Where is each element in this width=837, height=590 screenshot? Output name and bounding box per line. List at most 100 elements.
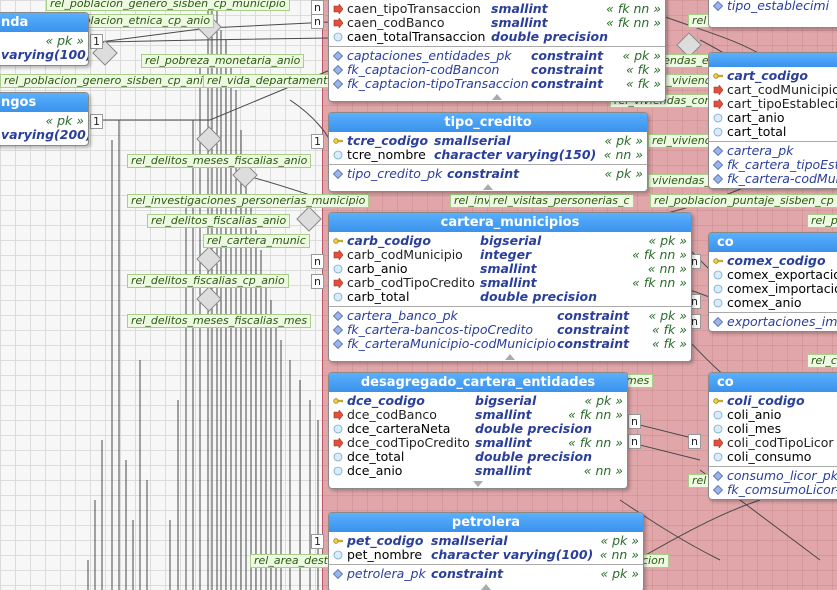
relationship-label[interactable]: rel_cartera_munic — [203, 234, 310, 248]
relationship-label[interactable]: rel_delitos_meses_fiscalias_anio — [127, 154, 312, 168]
cardinality-one: 1 — [90, 34, 103, 49]
column-name: coli_anio — [727, 407, 782, 422]
relationship-label[interactable]: rel_investigaciones_personerias_municipi… — [127, 194, 370, 208]
collapse-toggle[interactable] — [329, 480, 627, 488]
table-column-row[interactable]: tipo_establecimi — [709, 0, 837, 13]
table-constraint-row[interactable]: fk_cartera-codMun — [709, 172, 837, 186]
table-constraint-row[interactable]: fk_cartera_tipoEsta — [709, 158, 837, 172]
column-icon — [333, 466, 343, 476]
constraint-icon — [333, 569, 343, 579]
table-column-row[interactable]: cart_codigo — [709, 69, 837, 83]
relationship-label[interactable]: rel — [688, 14, 711, 28]
table-constraint-row[interactable]: exportaciones_imp — [709, 315, 837, 329]
table-column-row[interactable]: coli_anio — [709, 408, 837, 422]
relationship-label[interactable]: rel_area_desti — [250, 554, 335, 568]
relationship-label[interactable]: rel_visitas_personerias_c — [489, 194, 634, 208]
relationship-label[interactable]: rel_p — [807, 214, 837, 228]
constraint-name: fk_comsumoLicor- — [727, 482, 837, 497]
table-column-row[interactable]: comex_exportacion — [709, 268, 837, 282]
table-column-row[interactable]: cart_tipoEstablecin — [709, 97, 837, 111]
table-column-row[interactable]: cart_anio — [709, 111, 837, 125]
column-type: character varying(150) — [434, 147, 597, 162]
table-column-row[interactable]: coli_codTipoLicor — [709, 436, 837, 450]
table-left-top[interactable]: nda « pk » varying(100) — [0, 12, 89, 66]
collapse-toggle[interactable] — [329, 93, 665, 101]
table-column-row[interactable]: coli_codigo — [709, 394, 837, 408]
relationship-label[interactable]: rel_viviend — [648, 134, 716, 148]
constraint-name: exportaciones_imp — [727, 314, 837, 329]
relationship-label[interactable]: rel — [688, 474, 711, 488]
relationship-label[interactable]: rel_delitos_meses_fiscalias_mes — [127, 314, 312, 328]
relationship-label[interactable]: rel_delitos_fiscalias_anio — [147, 214, 291, 228]
column-type: smallint — [475, 407, 532, 422]
relationship-label[interactable]: rel_pobreza_monetaria_anio — [141, 54, 305, 68]
relationship-label[interactable]: rel_ca — [807, 354, 837, 368]
table-title: petrolera — [329, 513, 643, 532]
cardinality-many: n — [628, 434, 641, 449]
table-column-row[interactable]: coli_mes — [709, 422, 837, 436]
table-column-row[interactable]: cart_codMunicipio — [709, 83, 837, 97]
relationship-label[interactable]: rel_poblacion_puntaje_sisben_cp — [650, 194, 837, 208]
column-name: carb_anio — [347, 261, 408, 276]
relationship-label[interactable]: rel_delitos_fiscalias_cp_anio — [127, 274, 289, 288]
table-column-row[interactable]: comex_importacio — [709, 282, 837, 296]
table-column-row[interactable]: comex_codigo — [709, 254, 837, 268]
table-constraint-row[interactable]: fk_comsumoLicor- — [709, 483, 837, 497]
collapse-toggle[interactable] — [329, 183, 647, 191]
key-icon — [333, 138, 343, 144]
table-constraint-row[interactable]: cartera_pk — [709, 144, 837, 158]
relationship-label[interactable]: mes — [622, 374, 654, 388]
table-constraint-row[interactable]: consumo_licor_pk — [709, 469, 837, 483]
relationship-label[interactable]: rel_inv — [450, 194, 495, 208]
table-tipo-establecimiento[interactable]: tipo_establecimi — [708, 0, 837, 28]
table-left-mid[interactable]: ngos « pk » varying(200) — [0, 92, 89, 146]
table-column-row[interactable]: coli_consumo — [709, 450, 837, 464]
relationship-label[interactable]: cion — [638, 554, 669, 568]
collapse-toggle[interactable] — [329, 353, 691, 361]
relationship-label[interactable]: rel_poblacion_genero_sisben_cp_municipio — [46, 0, 290, 11]
collapse-toggle[interactable] — [329, 583, 643, 590]
constraint-name: fk_cartera_tipoEsta — [727, 157, 837, 172]
table-column-row[interactable]: cart_total — [709, 125, 837, 139]
relationship-label[interactable]: rel_poblacion_genero_sisben_cp_anio — [0, 74, 214, 88]
column-name: comex_anio — [727, 295, 802, 310]
table-column-row[interactable]: comex_anio — [709, 296, 837, 310]
constraint-name: captaciones_entidades_pk — [347, 48, 512, 63]
relationship-label[interactable]: rel_vida_departamento — [203, 74, 339, 88]
